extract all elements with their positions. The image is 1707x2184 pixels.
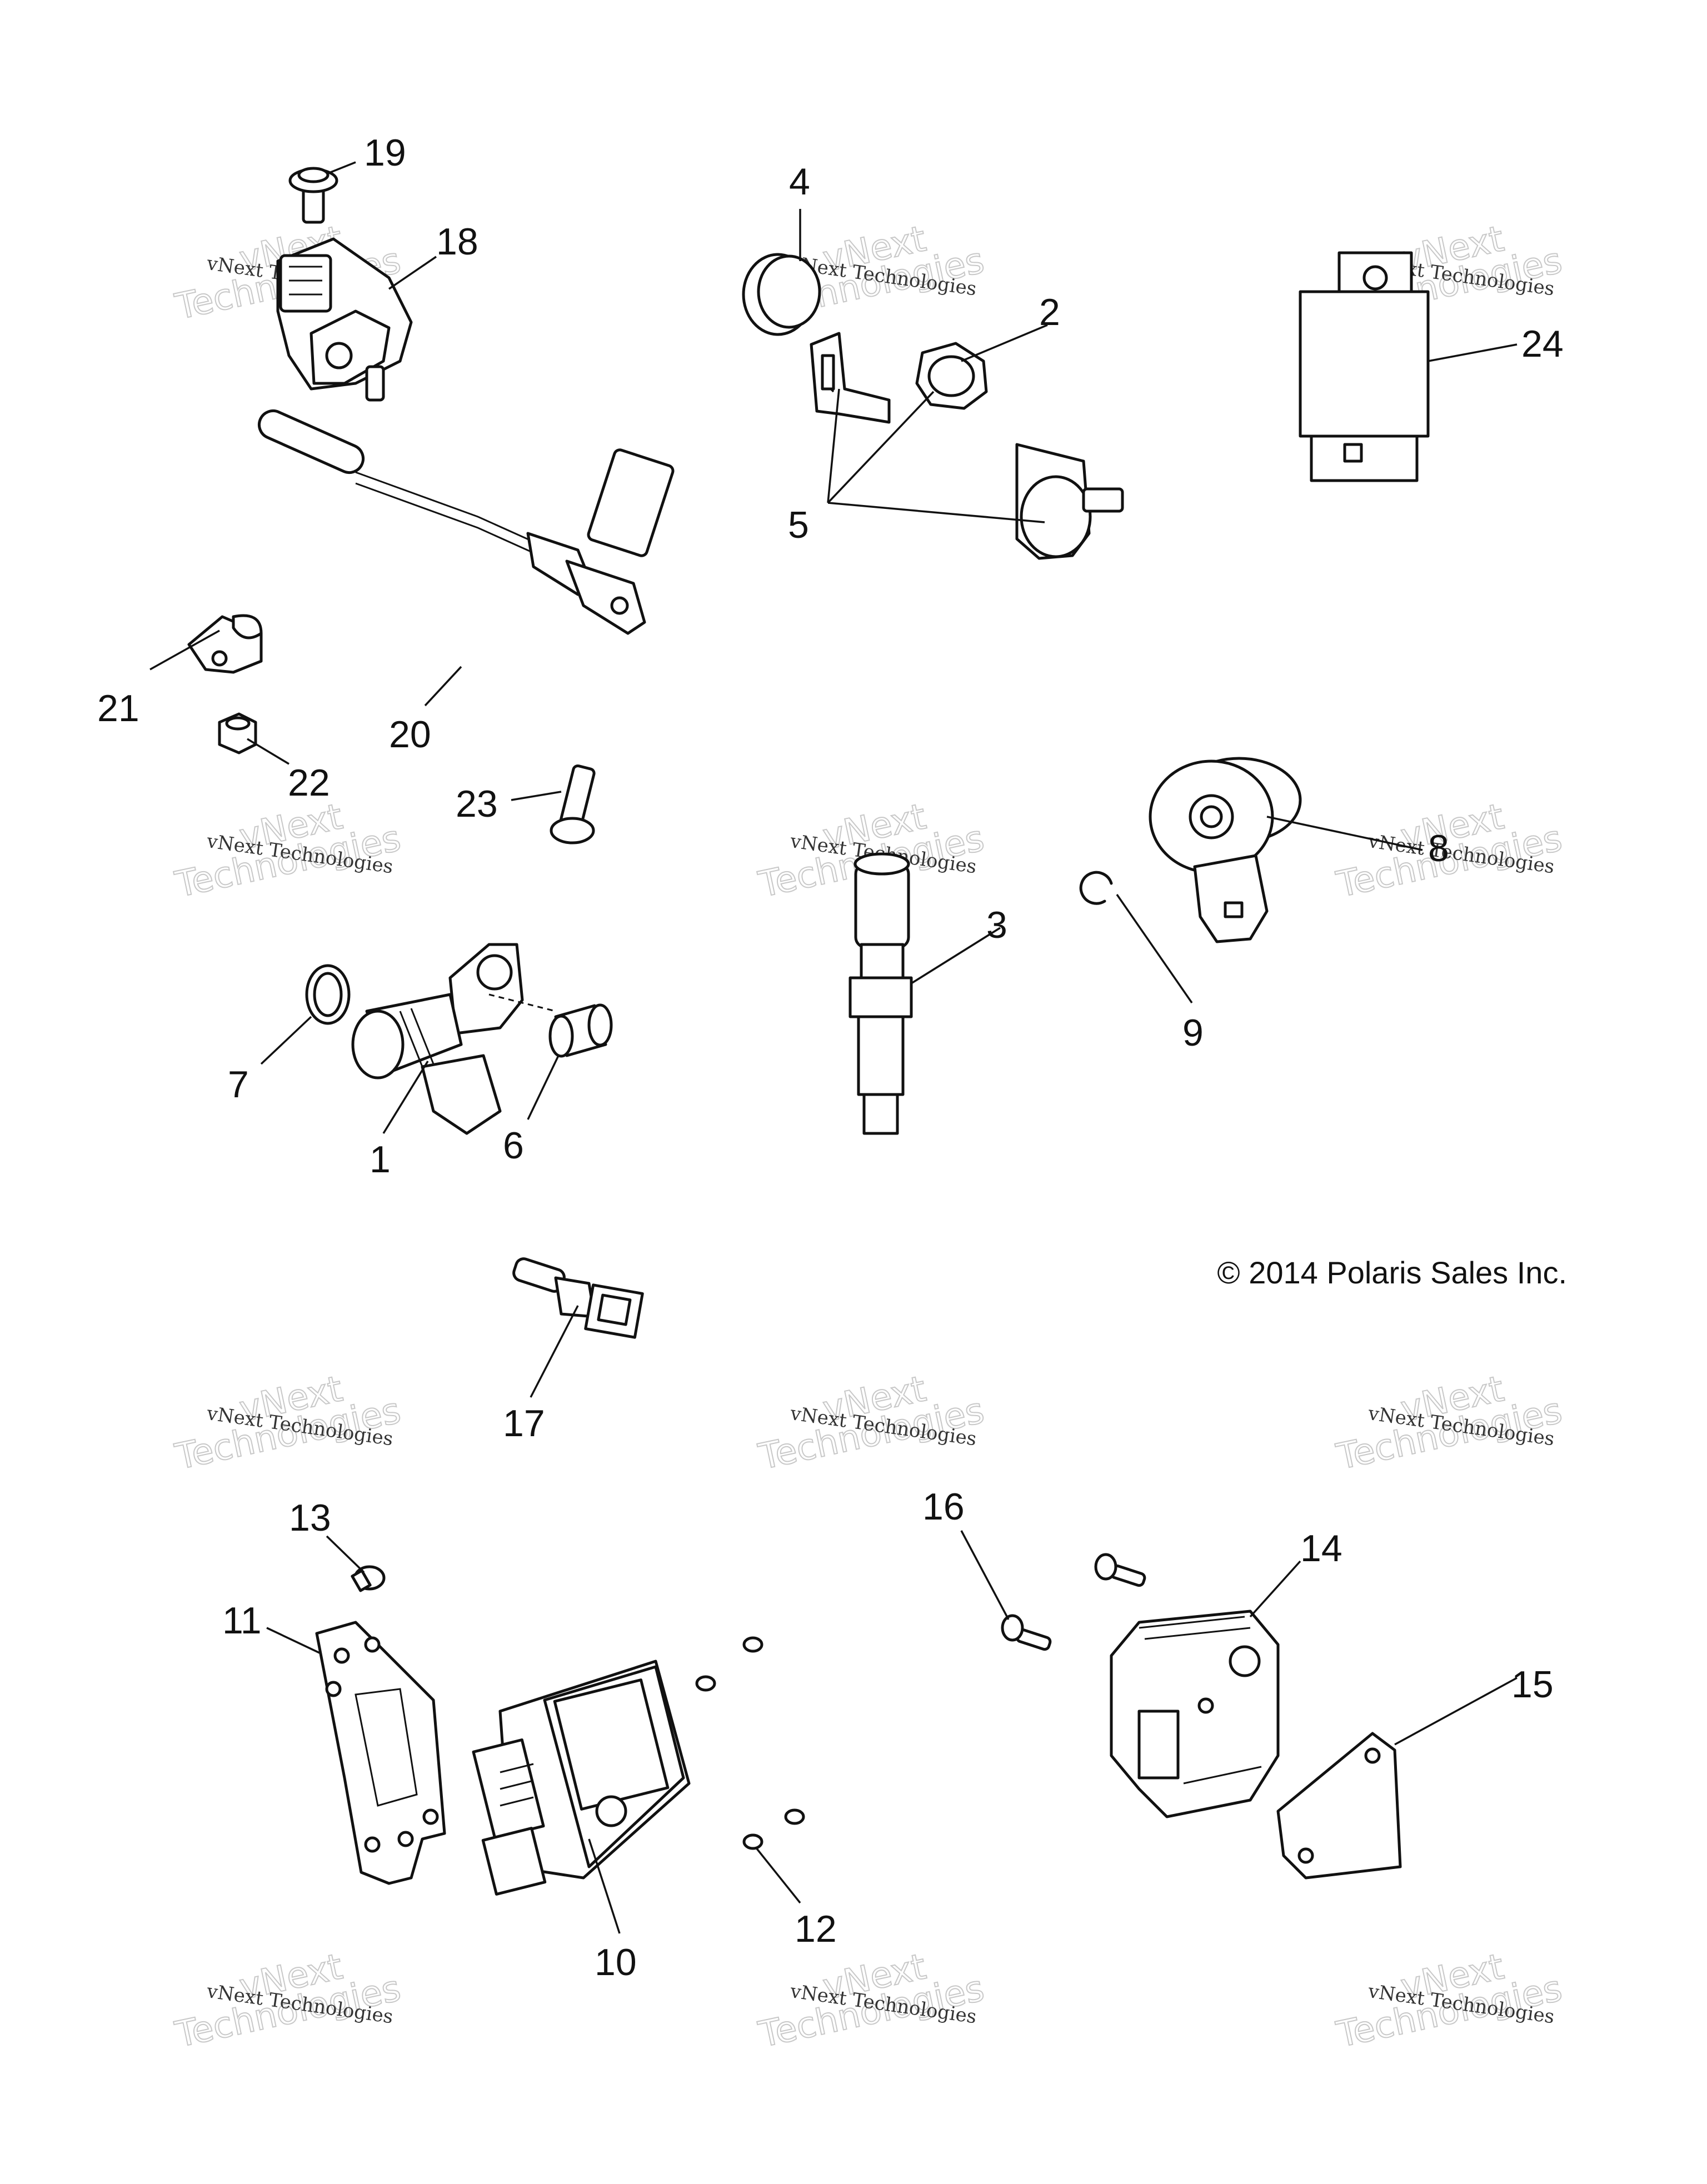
callout-10: 10: [595, 1941, 637, 1983]
part-24-relay: [1299, 251, 1430, 482]
leader-11: [266, 1627, 320, 1654]
callout-12: 12: [795, 1908, 837, 1950]
callout-2: 2: [1039, 291, 1060, 333]
leader-13: [326, 1535, 365, 1573]
callout-24: 24: [1521, 323, 1564, 365]
callout-22: 22: [288, 762, 330, 804]
leader-15: [1394, 1677, 1518, 1746]
part-22-nut: [218, 712, 257, 754]
part-2-nut: [915, 342, 988, 410]
callout-1: 1: [370, 1138, 391, 1181]
leader-10: [588, 1838, 621, 1934]
part-4-cap: [742, 253, 821, 336]
callout-16: 16: [922, 1486, 965, 1528]
callout-8: 8: [1428, 827, 1449, 869]
leader-5-switch: [827, 502, 1045, 523]
leader-16: [960, 1530, 1010, 1620]
part-1-cam-sensor: [351, 943, 524, 1135]
leader-19: [327, 161, 356, 174]
watermark: Technologies vNext vNext Technologies: [171, 796, 405, 906]
part-8-knock-sensor: [1149, 757, 1302, 943]
watermark: Technologies vNext vNext Technologies: [1332, 796, 1566, 906]
part-3-sensor: [848, 852, 913, 1135]
callout-13: 13: [289, 1497, 331, 1539]
leader-20: [424, 666, 462, 707]
callout-19: 19: [364, 132, 406, 174]
part-6-pin: [488, 993, 613, 1058]
watermark: Technologies vNext vNext Technologies: [1332, 1368, 1566, 1478]
part-9-e-clip: [1079, 871, 1113, 905]
part-12-screws: [695, 1636, 805, 1850]
leader-17: [530, 1305, 579, 1398]
leader-6: [527, 1055, 560, 1120]
part-18-map-sensor: [276, 237, 413, 402]
watermark: Technologies vNext vNext Technologies: [755, 1946, 989, 2056]
part-20-speed-sensor: [257, 409, 675, 635]
leader-lines: [149, 161, 1518, 1934]
leader-14: [1249, 1560, 1301, 1618]
callout-11: 11: [222, 1600, 262, 1642]
leader-5-bracket: [827, 388, 840, 503]
callout-17: 17: [503, 1402, 545, 1445]
callout-numbers: 19 18 4 2 5 24 21 22 20 23 3 8 9 7 1 6 1…: [97, 132, 1564, 1983]
watermark: Technologies vNext vNext Technologies: [171, 1368, 405, 1478]
leader-3: [911, 927, 1001, 984]
callout-18: 18: [436, 221, 478, 263]
callout-5: 5: [788, 504, 809, 546]
leader-24: [1428, 343, 1518, 362]
part-17-temp-sensor: [512, 1257, 644, 1339]
leader-12: [755, 1846, 801, 1904]
watermark: Technologies vNext vNext Technologies: [1332, 1946, 1566, 2056]
leader-8: [1266, 816, 1423, 851]
copyright-text: © 2014 Polaris Sales Inc.: [1217, 1255, 1567, 1290]
watermark: Technologies vNext vNext Technologies: [755, 1368, 989, 1478]
leader-9: [1116, 894, 1193, 1003]
callout-21: 21: [97, 687, 139, 729]
callout-4: 4: [789, 161, 810, 203]
part-19-bolt: [288, 167, 338, 224]
callout-23: 23: [456, 783, 498, 825]
leader-2: [961, 324, 1048, 362]
leader-21: [149, 629, 220, 671]
leader-22: [247, 738, 290, 765]
part-10-ecu: [472, 1660, 691, 1896]
callout-14: 14: [1300, 1527, 1342, 1570]
leader-1: [382, 1061, 429, 1134]
part-11-bracket: [315, 1621, 446, 1885]
leader-18: [388, 256, 437, 290]
leader-5a: [830, 388, 835, 393]
callout-9: 9: [1182, 1012, 1204, 1054]
callout-7: 7: [228, 1063, 249, 1106]
callout-6: 6: [503, 1125, 524, 1167]
part-13-screw: [351, 1565, 386, 1592]
part-5-bracket: [810, 332, 891, 424]
part-21-clip: [187, 614, 263, 674]
leader-23: [511, 791, 562, 801]
part-15-gasket: [1276, 1732, 1402, 1880]
watermark: Technologies vNext vNext Technologies: [171, 1946, 405, 2056]
leader-7: [260, 1016, 312, 1065]
callout-15: 15: [1511, 1663, 1554, 1706]
part-16-screws: [1001, 1553, 1146, 1651]
part-23-bolt: [550, 764, 596, 844]
callout-20: 20: [389, 713, 431, 756]
part-5-switch: [1015, 443, 1124, 560]
leader-5-nut: [827, 391, 935, 504]
callout-3: 3: [986, 904, 1007, 946]
part-7-o-ring: [305, 964, 351, 1025]
part-14-housing: [1110, 1610, 1280, 1818]
